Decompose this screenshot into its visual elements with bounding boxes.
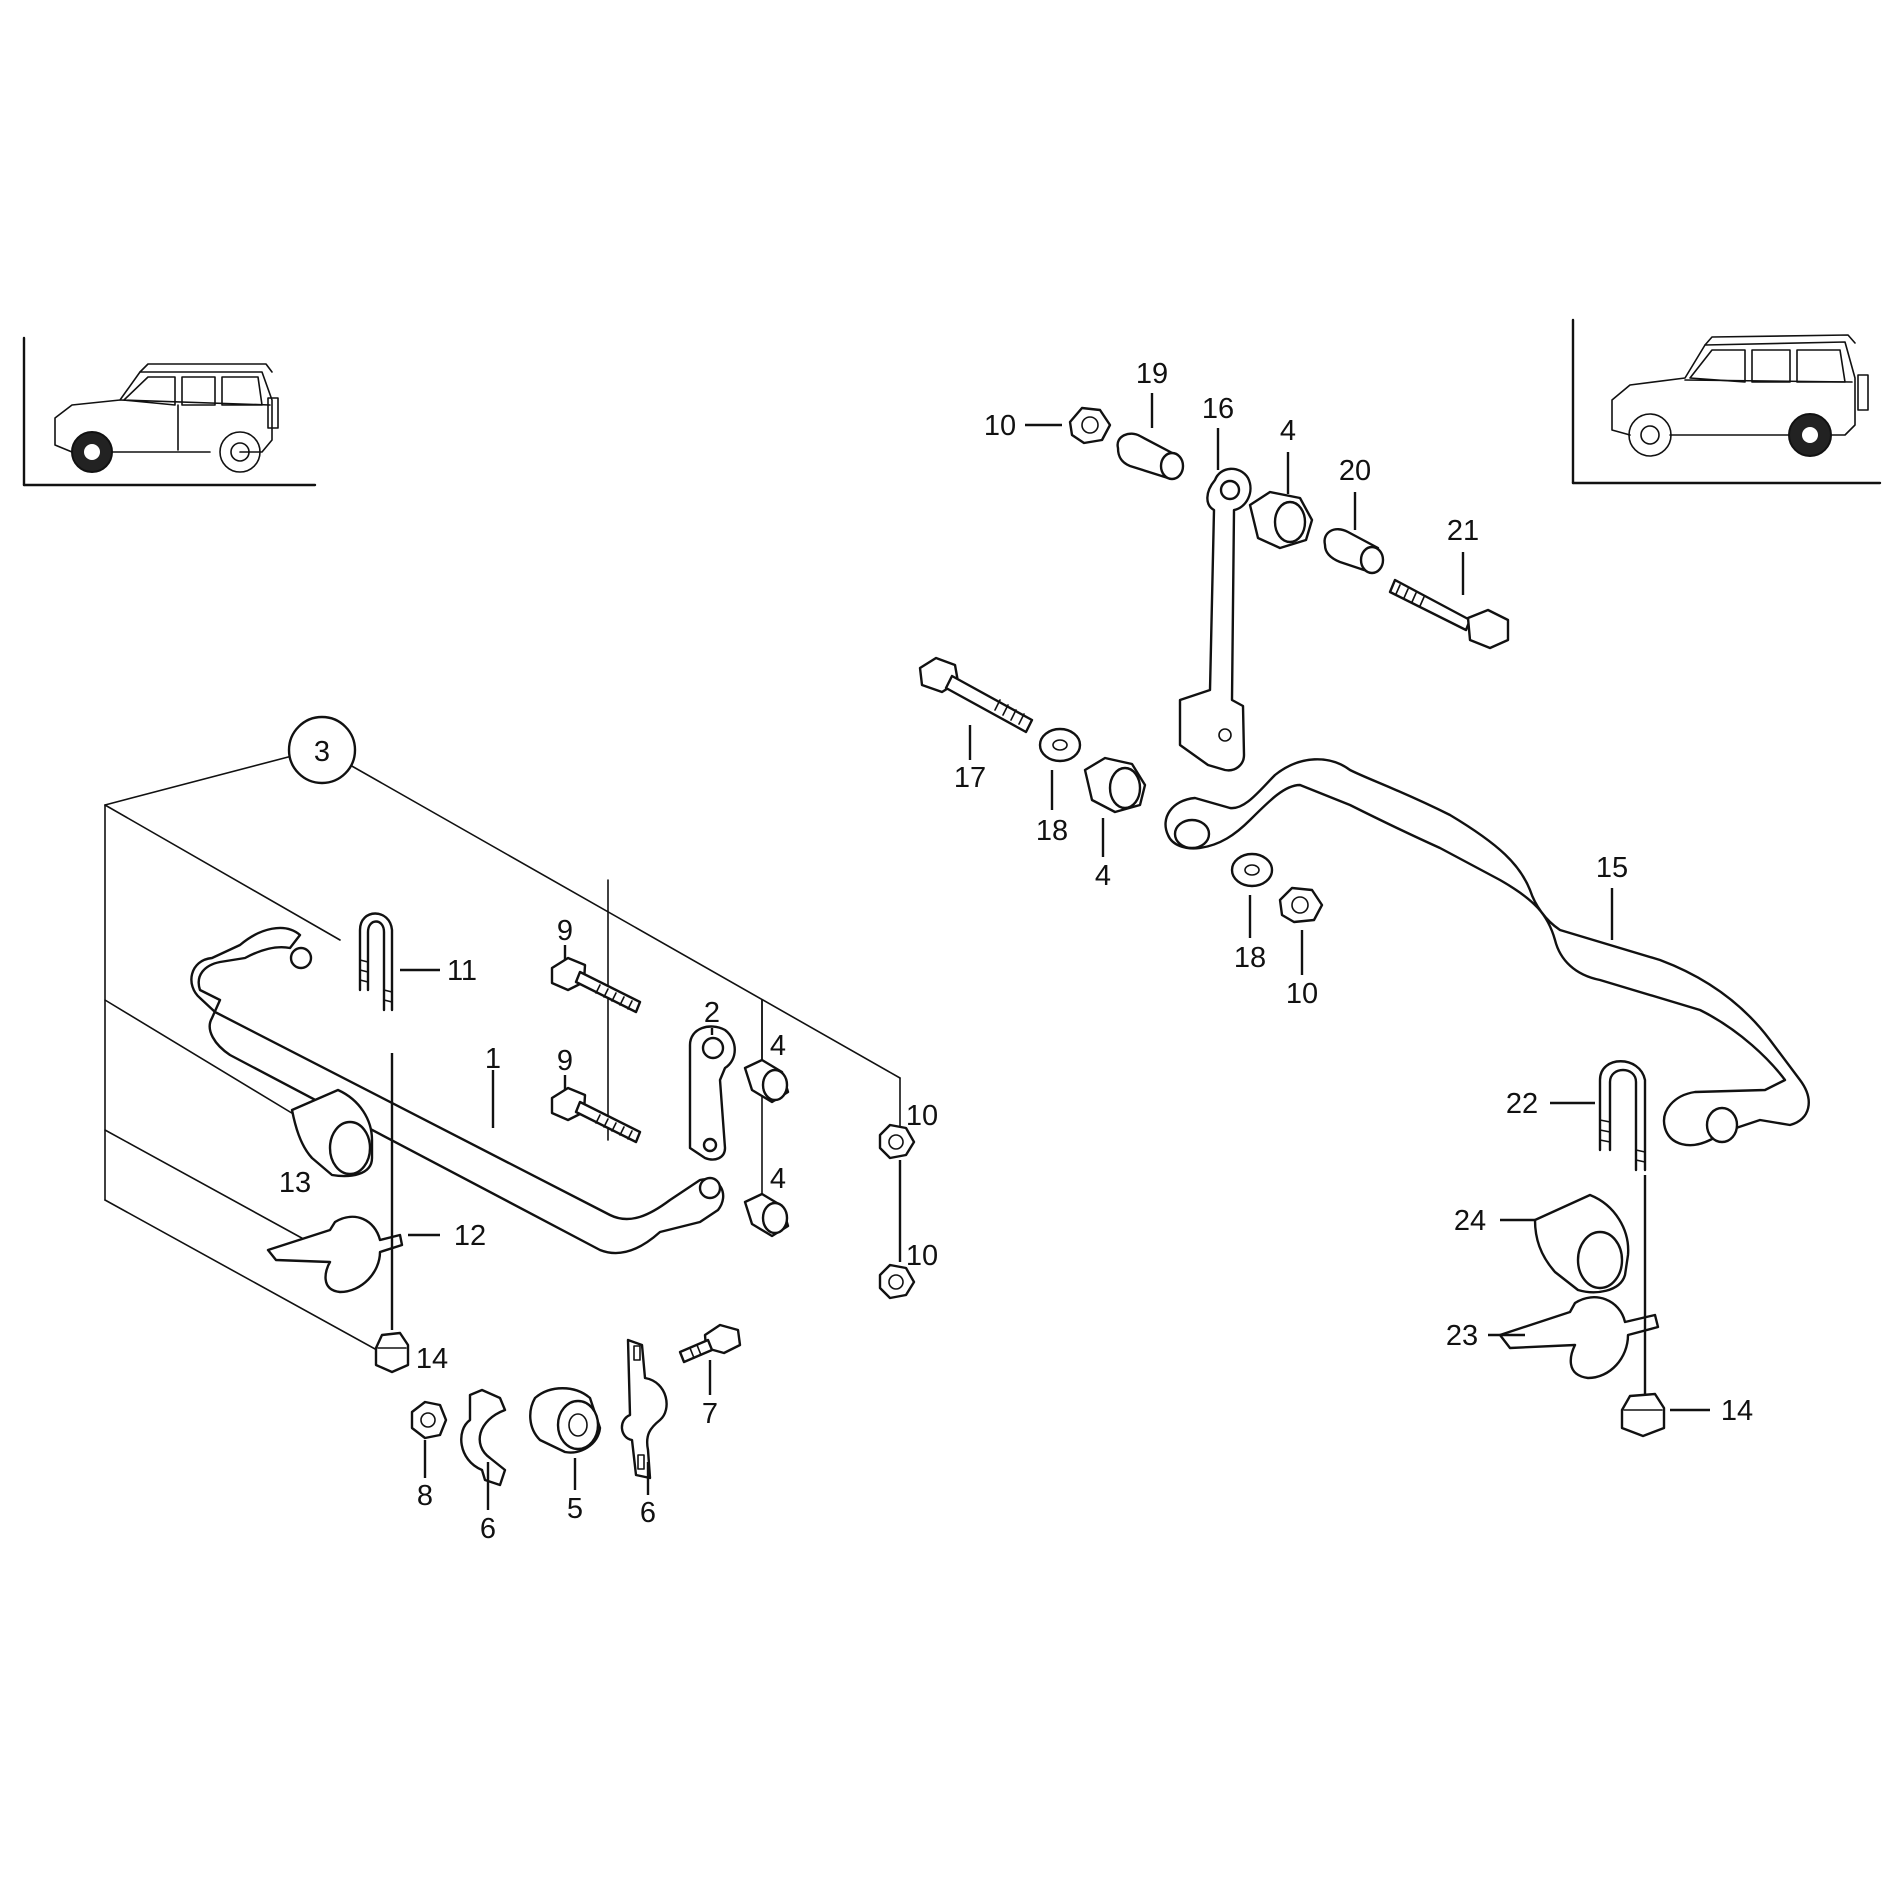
callout-20: 20 <box>1339 455 1371 487</box>
nut-10-front-upper <box>878 1123 916 1160</box>
clamp-6-left <box>460 1388 507 1487</box>
svg-text:3: 3 <box>314 736 330 768</box>
callout-19: 19 <box>1136 358 1168 390</box>
callout-5: 5 <box>567 1493 583 1525</box>
screw-7 <box>678 1323 742 1364</box>
nut-14-front <box>374 1331 410 1374</box>
front-stabilizer-bar <box>190 926 725 1255</box>
u-bolt-rear <box>1598 1060 1647 1172</box>
washer-18-upper <box>1038 727 1082 763</box>
callout-7: 7 <box>702 1398 718 1430</box>
callout-1: 1 <box>485 1043 501 1075</box>
callout-4-front-upper: 4 <box>770 1030 786 1062</box>
bolt-17 <box>918 656 1034 734</box>
callout-18-upper: 18 <box>1036 815 1068 847</box>
callout-24: 24 <box>1454 1205 1486 1237</box>
callout-18-lower: 18 <box>1234 942 1266 974</box>
vehicle-thumbnail-rear <box>1571 318 1882 485</box>
callout-9-upper: 9 <box>557 915 573 947</box>
vehicle-thumbnail-front <box>22 336 317 487</box>
callout-6-right: 6 <box>640 1497 656 1529</box>
callout-8: 8 <box>417 1480 433 1512</box>
callout-labels: 1 2 4 4 4 4 5 6 6 7 8 9 9 10 10 10 10 11… <box>279 358 1753 1545</box>
callout-15: 15 <box>1596 852 1628 884</box>
callout-13: 13 <box>279 1167 311 1199</box>
callout-2: 2 <box>704 997 720 1029</box>
callout-10-front-upper: 10 <box>906 1100 938 1132</box>
bolt-9-upper <box>550 956 642 1014</box>
bolt-21 <box>1388 578 1510 650</box>
nut-10-rear-right <box>1278 886 1324 924</box>
bushing-4-front-lower <box>743 1192 790 1238</box>
washer-18-lower <box>1230 852 1274 888</box>
link-rod-rear <box>1178 467 1252 772</box>
nut-10-rear-top <box>1068 406 1112 445</box>
clamp-6-right <box>620 1338 668 1480</box>
bolt-9-lower <box>550 1086 642 1144</box>
callout-12: 12 <box>454 1220 486 1252</box>
leader-lines <box>400 393 1710 1510</box>
callout-6-left: 6 <box>480 1513 496 1545</box>
callout-14-rear: 14 <box>1721 1395 1753 1427</box>
nut-10-front-lower <box>878 1263 916 1300</box>
callout-4-front-lower: 4 <box>770 1163 786 1195</box>
sleeve-20 <box>1323 528 1385 575</box>
bushing-5 <box>529 1387 602 1454</box>
callout-14-front: 14 <box>416 1343 448 1375</box>
clamp-front <box>266 1215 404 1294</box>
callout-11: 11 <box>447 955 477 987</box>
callout-10-rear-right: 10 <box>1286 978 1318 1010</box>
bushing-4-front-upper <box>743 1058 790 1104</box>
callout-22: 22 <box>1506 1088 1538 1120</box>
callout-16: 16 <box>1202 393 1234 425</box>
callout-9-lower: 9 <box>557 1045 573 1077</box>
rear-stabilizer-bar <box>1164 758 1810 1147</box>
nut-14-rear <box>1620 1392 1666 1438</box>
clamp-rear <box>1498 1296 1660 1380</box>
sleeve-19 <box>1116 432 1185 481</box>
callout-23: 23 <box>1446 1320 1478 1352</box>
callout-4-rear-top: 4 <box>1280 415 1296 447</box>
rubber-mount-front <box>290 1088 374 1178</box>
link-rod-front <box>688 1025 736 1161</box>
rubber-mount-rear <box>1533 1193 1630 1294</box>
callout-10-front-lower: 10 <box>906 1240 938 1272</box>
callout-4-rear-middle: 4 <box>1095 860 1111 892</box>
callout-10-rear-top: 10 <box>984 410 1016 442</box>
bushing-4-rear-top <box>1248 490 1314 550</box>
u-bolt-front <box>358 912 394 1012</box>
bushing-4-rear-middle <box>1083 756 1147 814</box>
callout-3-kit-bubble: 3 <box>287 715 357 785</box>
nut-8 <box>410 1400 448 1440</box>
callout-21: 21 <box>1447 515 1479 547</box>
callout-17: 17 <box>954 762 986 794</box>
